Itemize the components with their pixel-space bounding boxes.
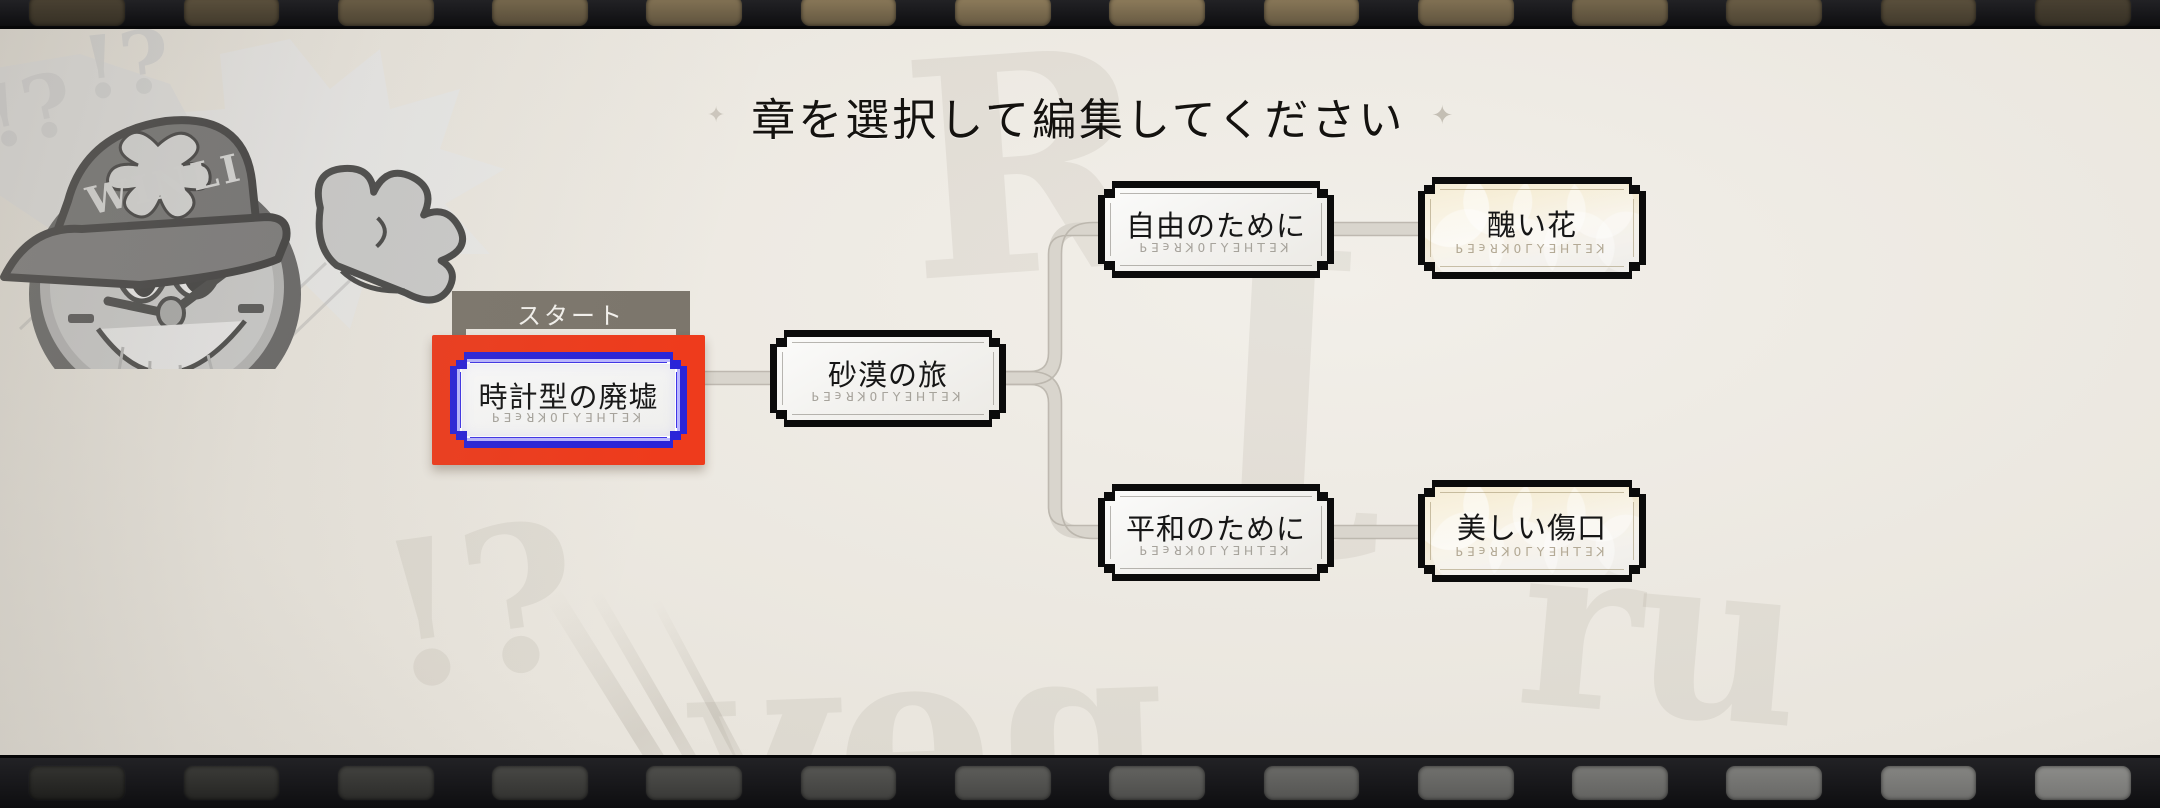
node-card[interactable]: 平和のために PƎ϶ЯꓘOL⅄ƎꓧꓕƎꓘ (1098, 484, 1334, 581)
node-chapter-4[interactable]: 平和のために PƎ϶ЯꓘOL⅄ƎꓧꓕƎꓘ (1098, 484, 1334, 581)
node-title: 平和のために (1125, 512, 1306, 546)
node-card[interactable]: 醜い花 PƎ϶ЯꓘOL⅄ƎꓧꓕƎꓘ (1418, 177, 1646, 279)
node-chapter-1[interactable]: 時計型の廃墟 PƎ϶ЯꓘOL⅄ƎꓧꓕƎꓘ (432, 335, 705, 465)
page-title: 章を選択して編集してください (751, 95, 1406, 146)
sprocket-hole (646, 766, 743, 800)
sprocket-hole (29, 0, 125, 26)
clock-mascot-illustration: !? !? (0, 29, 510, 422)
filmstrip-top (0, 0, 2160, 29)
sprocket-hole (646, 0, 743, 26)
node-subtitle: PƎ϶ЯꓘOL⅄ƎꓧꓕƎꓘ (1455, 544, 1609, 559)
sparkle-icon: ✦ (1431, 101, 1454, 131)
sprocket-row (0, 758, 2160, 808)
sprocket-hole (1572, 0, 1668, 26)
node-chapter-2[interactable]: 砂漠の旅 PƎ϶ЯꓘOL⅄ƎꓧꓕƎꓘ (770, 330, 1006, 427)
node-subtitle: PƎ϶ЯꓘOL⅄ƎꓧꓕƎꓘ (491, 410, 646, 425)
sprocket-hole (1417, 0, 1514, 26)
node-title: 砂漠の旅 (827, 358, 948, 392)
sprocket-hole (2034, 766, 2131, 800)
node-card-body: 醜い花 PƎ϶ЯꓘOL⅄ƎꓧꓕƎꓘ (1425, 184, 1639, 272)
node-card[interactable]: 自由のために PƎ϶ЯꓘOL⅄ƎꓧꓕƎꓘ (1098, 181, 1334, 278)
sprocket-hole (1109, 0, 1205, 26)
sprocket-hole (955, 766, 1051, 800)
page-header: ✦ 章を選択して編集してください ✦ (0, 84, 2160, 148)
sprocket-hole (800, 0, 897, 26)
node-title: 自由のために (1125, 209, 1306, 243)
sprocket-hole (183, 766, 280, 800)
sprocket-hole (337, 766, 434, 800)
sprocket-row (0, 0, 2160, 26)
node-subtitle: PƎ϶ЯꓘOL⅄ƎꓧꓕƎꓘ (1139, 240, 1293, 255)
node-subtitle: PƎ϶ЯꓘOL⅄ƎꓧꓕƎꓘ (1139, 543, 1293, 558)
sprocket-hole (183, 0, 280, 26)
sprocket-hole (1880, 0, 1977, 26)
node-card-body: 時計型の廃墟 PƎ϶ЯꓘOL⅄ƎꓧꓕƎꓘ (457, 359, 680, 441)
sprocket-hole (1726, 0, 1823, 26)
sprocket-hole (492, 0, 588, 26)
sprocket-hole (337, 0, 434, 26)
sprocket-hole (1109, 766, 1205, 800)
node-subtitle: PƎ϶ЯꓘOL⅄ƎꓧꓕƎꓘ (811, 389, 965, 404)
node-card[interactable]: 美しい傷口 PƎ϶ЯꓘOL⅄ƎꓧꓕƎꓘ (1418, 480, 1646, 582)
node-card-body: 自由のために PƎ϶ЯꓘOL⅄ƎꓧꓕƎꓘ (1105, 188, 1327, 271)
node-card-body: 美しい傷口 PƎ϶ЯꓘOL⅄ƎꓧꓕƎꓘ (1425, 487, 1639, 575)
node-ending-1[interactable]: 醜い花 PƎ϶ЯꓘOL⅄ƎꓧꓕƎꓘ (1418, 177, 1646, 279)
node-ending-2[interactable]: 美しい傷口 PƎ϶ЯꓘOL⅄ƎꓧꓕƎꓘ (1418, 480, 1646, 582)
node-card[interactable]: 砂漠の旅 PƎ϶ЯꓘOL⅄ƎꓧꓕƎꓘ (770, 330, 1006, 427)
node-title: 美しい傷口 (1456, 510, 1607, 545)
sprocket-hole (1417, 766, 1514, 800)
node-card-body: 砂漠の旅 PƎ϶ЯꓘOL⅄ƎꓧꓕƎꓘ (777, 337, 999, 420)
node-chapter-3[interactable]: 自由のために PƎ϶ЯꓘOL⅄ƎꓧꓕƎꓘ (1098, 181, 1334, 278)
node-connectors (693, 221, 1427, 540)
sprocket-hole (29, 766, 125, 800)
sprocket-hole (955, 0, 1051, 26)
node-title: 時計型の廃墟 (478, 379, 659, 414)
sprocket-hole (1726, 766, 1823, 800)
start-badge: スタート (452, 291, 690, 335)
svg-text:!?: !? (77, 29, 175, 120)
sprocket-hole (1880, 766, 1977, 800)
node-card[interactable]: 時計型の廃墟 PƎ϶ЯꓘOL⅄ƎꓧꓕƎꓘ (450, 352, 687, 448)
node-card-body: 平和のために PƎ϶ЯꓘOL⅄ƎꓧꓕƎꓘ (1105, 491, 1327, 574)
sprocket-hole (1263, 0, 1360, 26)
chapter-map-canvas[interactable]: R J ney ru !? !? (0, 29, 2160, 755)
node-subtitle: PƎ϶ЯꓘOL⅄ƎꓧꓕƎꓘ (1455, 241, 1609, 256)
sprocket-hole (1572, 766, 1668, 800)
sprocket-hole (492, 766, 588, 800)
start-badge-label: スタート (517, 301, 625, 330)
sprocket-hole (800, 766, 897, 800)
sprocket-hole (2034, 0, 2131, 26)
node-title: 醜い花 (1486, 207, 1577, 242)
filmstrip-bottom (0, 755, 2160, 808)
sprocket-hole (1263, 766, 1360, 800)
sparkle-icon: ✦ (706, 103, 726, 128)
